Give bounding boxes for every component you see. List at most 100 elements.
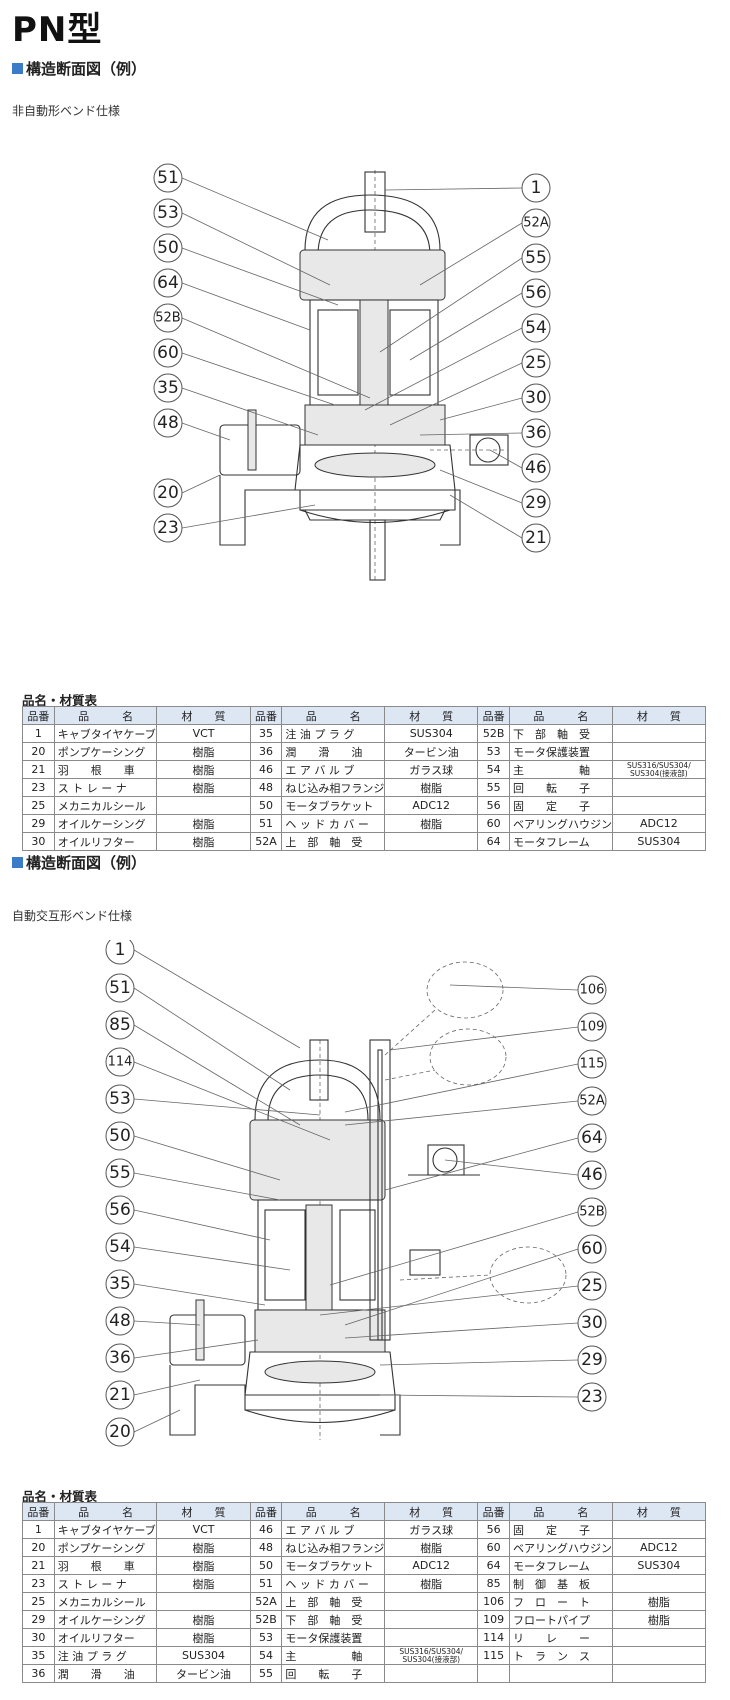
callout-right-1: 52A [521, 208, 551, 238]
header-cell: 材 質 [156, 1502, 251, 1521]
part-number-cell: 23 [22, 778, 55, 797]
part-name-cell: 主 軸 [281, 1646, 386, 1665]
part-number-cell: 56 [477, 1520, 511, 1539]
svg-text:21: 21 [525, 528, 547, 548]
part-name-cell: モータフレーム [509, 1556, 613, 1575]
section2-cross-section-diagram: 1 51 85 114 53 50 55 56 54 35 48 36 21 2… [105, 940, 607, 1447]
part-number-cell: 29 [22, 1610, 55, 1629]
svg-text:30: 30 [525, 388, 547, 408]
material-cell: ガラス球 [384, 760, 479, 779]
part-name-cell: ねじ込み相フランジ [281, 778, 386, 797]
svg-text:20: 20 [109, 1422, 131, 1442]
svg-text:1: 1 [115, 940, 126, 960]
part-name-cell: ト ラ ン ス [509, 1646, 613, 1665]
callout-right-2: 115 [577, 1049, 607, 1079]
section1-table-title: 品名・材質表 [22, 693, 98, 708]
callout-right-7: 60 [577, 1234, 607, 1264]
part-name-cell: 回 転 子 [281, 1664, 386, 1683]
part-name-cell: ねじ込み相フランジ [281, 1538, 386, 1557]
pump-drawing-2 [169, 961, 567, 1440]
svg-text:106: 106 [580, 983, 605, 998]
svg-text:64: 64 [157, 273, 179, 293]
part-name-cell: モータブラケット [281, 796, 386, 815]
part-number-cell: 106 [477, 1592, 511, 1611]
part-name-cell: 潤 滑 油 [53, 1664, 158, 1683]
svg-text:115: 115 [580, 1057, 605, 1072]
callout-right-5: 25 [521, 348, 551, 378]
material-cell [611, 1574, 707, 1593]
callout-right-4: 64 [577, 1123, 607, 1153]
header-cell: 材 質 [384, 706, 479, 725]
callout-right-10: 29 [577, 1345, 607, 1375]
part-number-cell: 29 [22, 814, 55, 833]
material-cell: ADC12 [611, 1538, 707, 1557]
part-number-cell: 35 [22, 1646, 55, 1665]
part-number-cell: 53 [477, 742, 511, 761]
svg-text:29: 29 [581, 1350, 603, 1370]
part-number-cell: 54 [249, 1646, 283, 1665]
material-cell [611, 778, 707, 797]
part-number-cell: 35 [249, 724, 283, 743]
callout-right-9: 30 [577, 1308, 607, 1338]
part-number-cell: 25 [22, 1592, 55, 1611]
svg-text:21: 21 [109, 1385, 131, 1405]
svg-text:85: 85 [109, 1015, 131, 1035]
material-cell [384, 1610, 479, 1629]
part-name-cell: ヘ ッ ド カ バ ー [281, 1574, 386, 1593]
svg-text:48: 48 [157, 413, 179, 433]
callout-left-9: 35 [105, 1269, 135, 1299]
callout-right-3: 56 [521, 278, 551, 308]
material-cell: 樹脂 [156, 1556, 251, 1575]
part-number-cell: 30 [22, 1628, 55, 1647]
svg-text:53: 53 [109, 1089, 131, 1109]
material-cell [156, 1592, 251, 1611]
material-cell [611, 796, 707, 815]
material-cell: ADC12 [384, 1556, 479, 1575]
part-number-cell: 85 [477, 1574, 511, 1593]
part-name-cell: 固 定 子 [509, 796, 613, 815]
svg-text:1: 1 [531, 178, 542, 198]
part-name-cell: キャブタイヤケーブル [53, 724, 158, 743]
callout-left-2: 85 [105, 1010, 135, 1040]
header-cell: 材 質 [611, 1502, 707, 1521]
part-number-cell: 30 [22, 832, 55, 851]
svg-text:52A: 52A [523, 216, 549, 231]
part-name-cell: モータブラケット [281, 1556, 386, 1575]
header-cell: 品番 [249, 706, 283, 725]
square-bullet-icon [12, 63, 23, 74]
svg-text:56: 56 [525, 283, 547, 303]
svg-text:109: 109 [580, 1020, 605, 1035]
material-cell [156, 796, 251, 815]
part-number-cell: 23 [22, 1574, 55, 1593]
header-cell: 品 名 [281, 706, 386, 725]
material-cell [611, 1520, 707, 1539]
material-cell [384, 832, 479, 851]
part-number-cell: 60 [477, 1538, 511, 1557]
part-name-cell: 回 転 子 [509, 778, 613, 797]
table-header-row: 品番 品 名 材 質 品番 品 名 材 質 品番 品 名 材 質 [22, 1502, 707, 1521]
svg-text:50: 50 [109, 1126, 131, 1146]
part-name-cell: 羽 根 車 [53, 1556, 158, 1575]
material-cell: 樹脂 [156, 742, 251, 761]
part-name-cell: 固 定 子 [509, 1520, 613, 1539]
callout-left-9: 23 [153, 513, 183, 543]
pump-drawing-1 [219, 170, 509, 581]
material-cell: タービン油 [156, 1664, 251, 1683]
part-number-cell: 60 [477, 814, 511, 833]
svg-text:55: 55 [525, 248, 547, 268]
callout-right-8: 46 [521, 453, 551, 483]
callout-left-8: 20 [153, 478, 183, 508]
part-number-cell: 50 [249, 796, 283, 815]
callout-left-3: 114 [105, 1047, 135, 1077]
section1-subtitle: 非自動形ベンド仕様 [12, 104, 121, 118]
material-cell: 樹脂 [384, 814, 479, 833]
callout-left-8: 54 [105, 1232, 135, 1262]
part-number-cell: 36 [249, 742, 283, 761]
part-number-cell: 21 [22, 760, 55, 779]
